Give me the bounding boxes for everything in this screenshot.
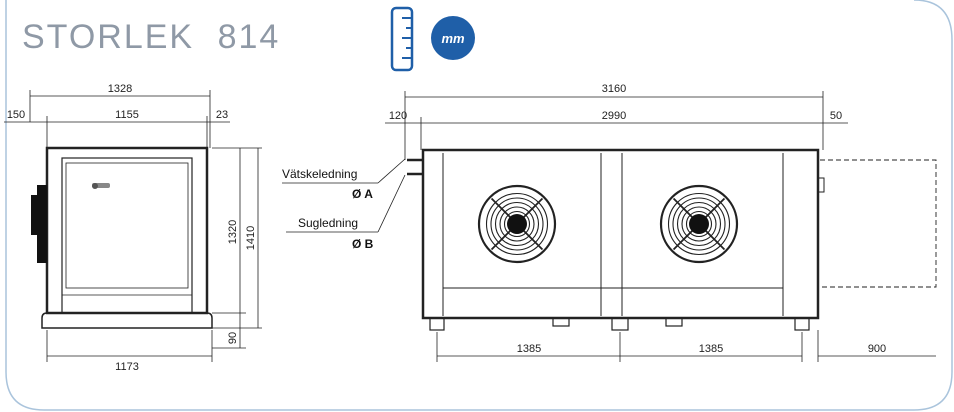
- mm-badge-text: mm: [441, 31, 465, 46]
- suction-line-label: Sugledning: [298, 216, 358, 230]
- page-title: STORLEK 814: [22, 18, 280, 57]
- fan-right: [659, 184, 739, 264]
- frame-border: [5, 0, 953, 411]
- side-height-total: 1410: [245, 226, 257, 250]
- side-foot-width: 1173: [115, 361, 139, 373]
- side-view: [4, 90, 262, 362]
- title-size: 814: [217, 18, 281, 56]
- front-view: [282, 91, 937, 362]
- liquid-line-label: Vätskeledning: [282, 167, 357, 181]
- suction-line-diameter: Ø B: [352, 237, 374, 251]
- title-prefix: STORLEK: [22, 18, 195, 56]
- side-offset-left: 150: [7, 109, 25, 121]
- front-foot-spacing-2: 1385: [699, 343, 723, 355]
- front-width-total: 3160: [602, 83, 626, 95]
- ruler-icon: [390, 6, 414, 72]
- side-width-inner: 1155: [115, 109, 139, 121]
- front-offset-left: 120: [389, 110, 407, 122]
- liquid-line-diameter: Ø A: [352, 187, 373, 201]
- front-service-clearance: 900: [868, 343, 886, 355]
- side-offset-right: 23: [216, 109, 228, 121]
- side-height-body: 1320: [227, 220, 239, 244]
- side-width-total: 1328: [108, 83, 132, 95]
- fan-left: [477, 184, 557, 264]
- mm-badge: mm: [431, 16, 475, 60]
- front-width-inner: 2990: [602, 110, 626, 122]
- front-foot-spacing-1: 1385: [517, 343, 541, 355]
- front-offset-right: 50: [830, 110, 842, 122]
- side-base-height: 90: [227, 332, 239, 344]
